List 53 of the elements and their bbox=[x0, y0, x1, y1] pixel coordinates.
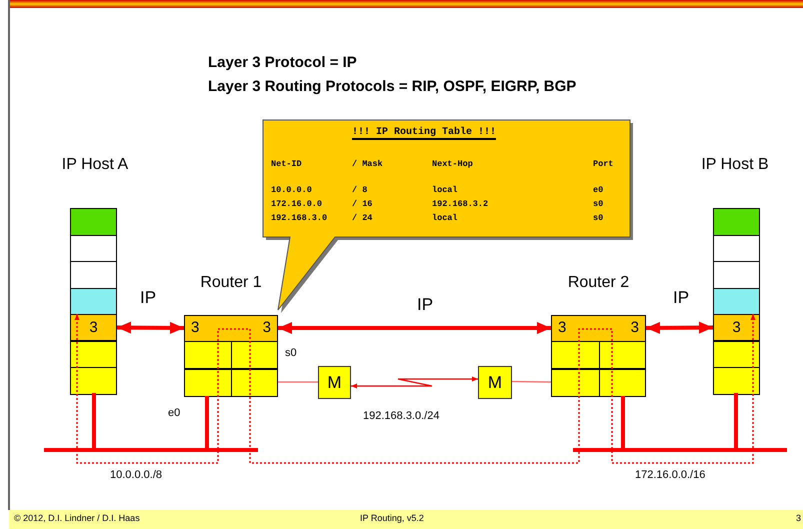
network-segment bbox=[44, 448, 258, 452]
slide-title: IP Routing, v5.2 bbox=[360, 513, 424, 523]
link-line bbox=[512, 380, 551, 383]
interface-label: e0 bbox=[168, 407, 180, 419]
table-cell: s0 bbox=[593, 213, 604, 223]
arrow bbox=[278, 322, 551, 334]
column-header: Net-ID bbox=[271, 159, 302, 169]
arrow bbox=[351, 376, 478, 388]
router-label: Router 1 bbox=[199, 274, 263, 292]
table-cell: / 8 bbox=[352, 185, 368, 195]
table-cell: 192.168.3.0 bbox=[271, 213, 328, 223]
packet-path bbox=[74, 314, 756, 464]
network-address: 10.0.0.0./8 bbox=[110, 469, 162, 481]
host-label: IP Host B bbox=[700, 156, 770, 174]
layer3-number: 3 bbox=[551, 315, 598, 341]
layer3-cell: 3 bbox=[713, 314, 760, 341]
network-address: 172.16.0.0./16 bbox=[635, 469, 706, 481]
layer3-cell: 3 bbox=[70, 314, 117, 341]
router-label: Router 2 bbox=[566, 274, 630, 292]
copyright-note: © 2012, D.I. Lindner / D.I. Haas bbox=[14, 513, 140, 523]
column-header: / Mask bbox=[352, 159, 383, 169]
table-cell: / 24 bbox=[352, 213, 372, 223]
modem-box: M bbox=[318, 366, 351, 399]
table-cell: 172.16.0.0 bbox=[271, 199, 322, 209]
link-line bbox=[92, 393, 96, 448]
layer3-number: 3 bbox=[184, 315, 231, 341]
protocol-note: Layer 3 Protocol = IP bbox=[208, 54, 357, 71]
link-line bbox=[278, 381, 318, 383]
link-line bbox=[205, 396, 209, 448]
routing-table-callout bbox=[263, 120, 630, 310]
column-header: Next-Hop bbox=[432, 159, 473, 169]
protocol-note: Layer 3 Routing Protocols = RIP, OSPF, EIGRP, BGP bbox=[208, 78, 576, 95]
table-cell: local bbox=[432, 213, 458, 223]
layer3-number: 3 bbox=[598, 315, 646, 341]
table-title: !!! IP Routing Table !!! bbox=[352, 128, 496, 140]
table-cell: 10.0.0.0 bbox=[271, 185, 312, 195]
table-cell: s0 bbox=[593, 199, 604, 209]
table-cell: local bbox=[432, 185, 458, 195]
table-cell: / 16 bbox=[352, 199, 372, 209]
link-line bbox=[734, 393, 738, 448]
column-header: Port bbox=[593, 159, 614, 169]
network-segment bbox=[573, 448, 787, 452]
arrow bbox=[646, 322, 714, 334]
layer3-number: 3 bbox=[231, 315, 278, 341]
modem-box: M bbox=[478, 366, 512, 399]
table-cell: e0 bbox=[593, 185, 604, 195]
host-label: IP Host A bbox=[60, 156, 130, 174]
table-cell: 192.168.3.2 bbox=[432, 199, 488, 209]
network-address: 192.168.3.0./24 bbox=[363, 410, 440, 422]
interface-label: s0 bbox=[285, 347, 297, 359]
page-number: 3 bbox=[796, 513, 802, 523]
arrow bbox=[116, 322, 184, 334]
link-line bbox=[621, 396, 625, 448]
